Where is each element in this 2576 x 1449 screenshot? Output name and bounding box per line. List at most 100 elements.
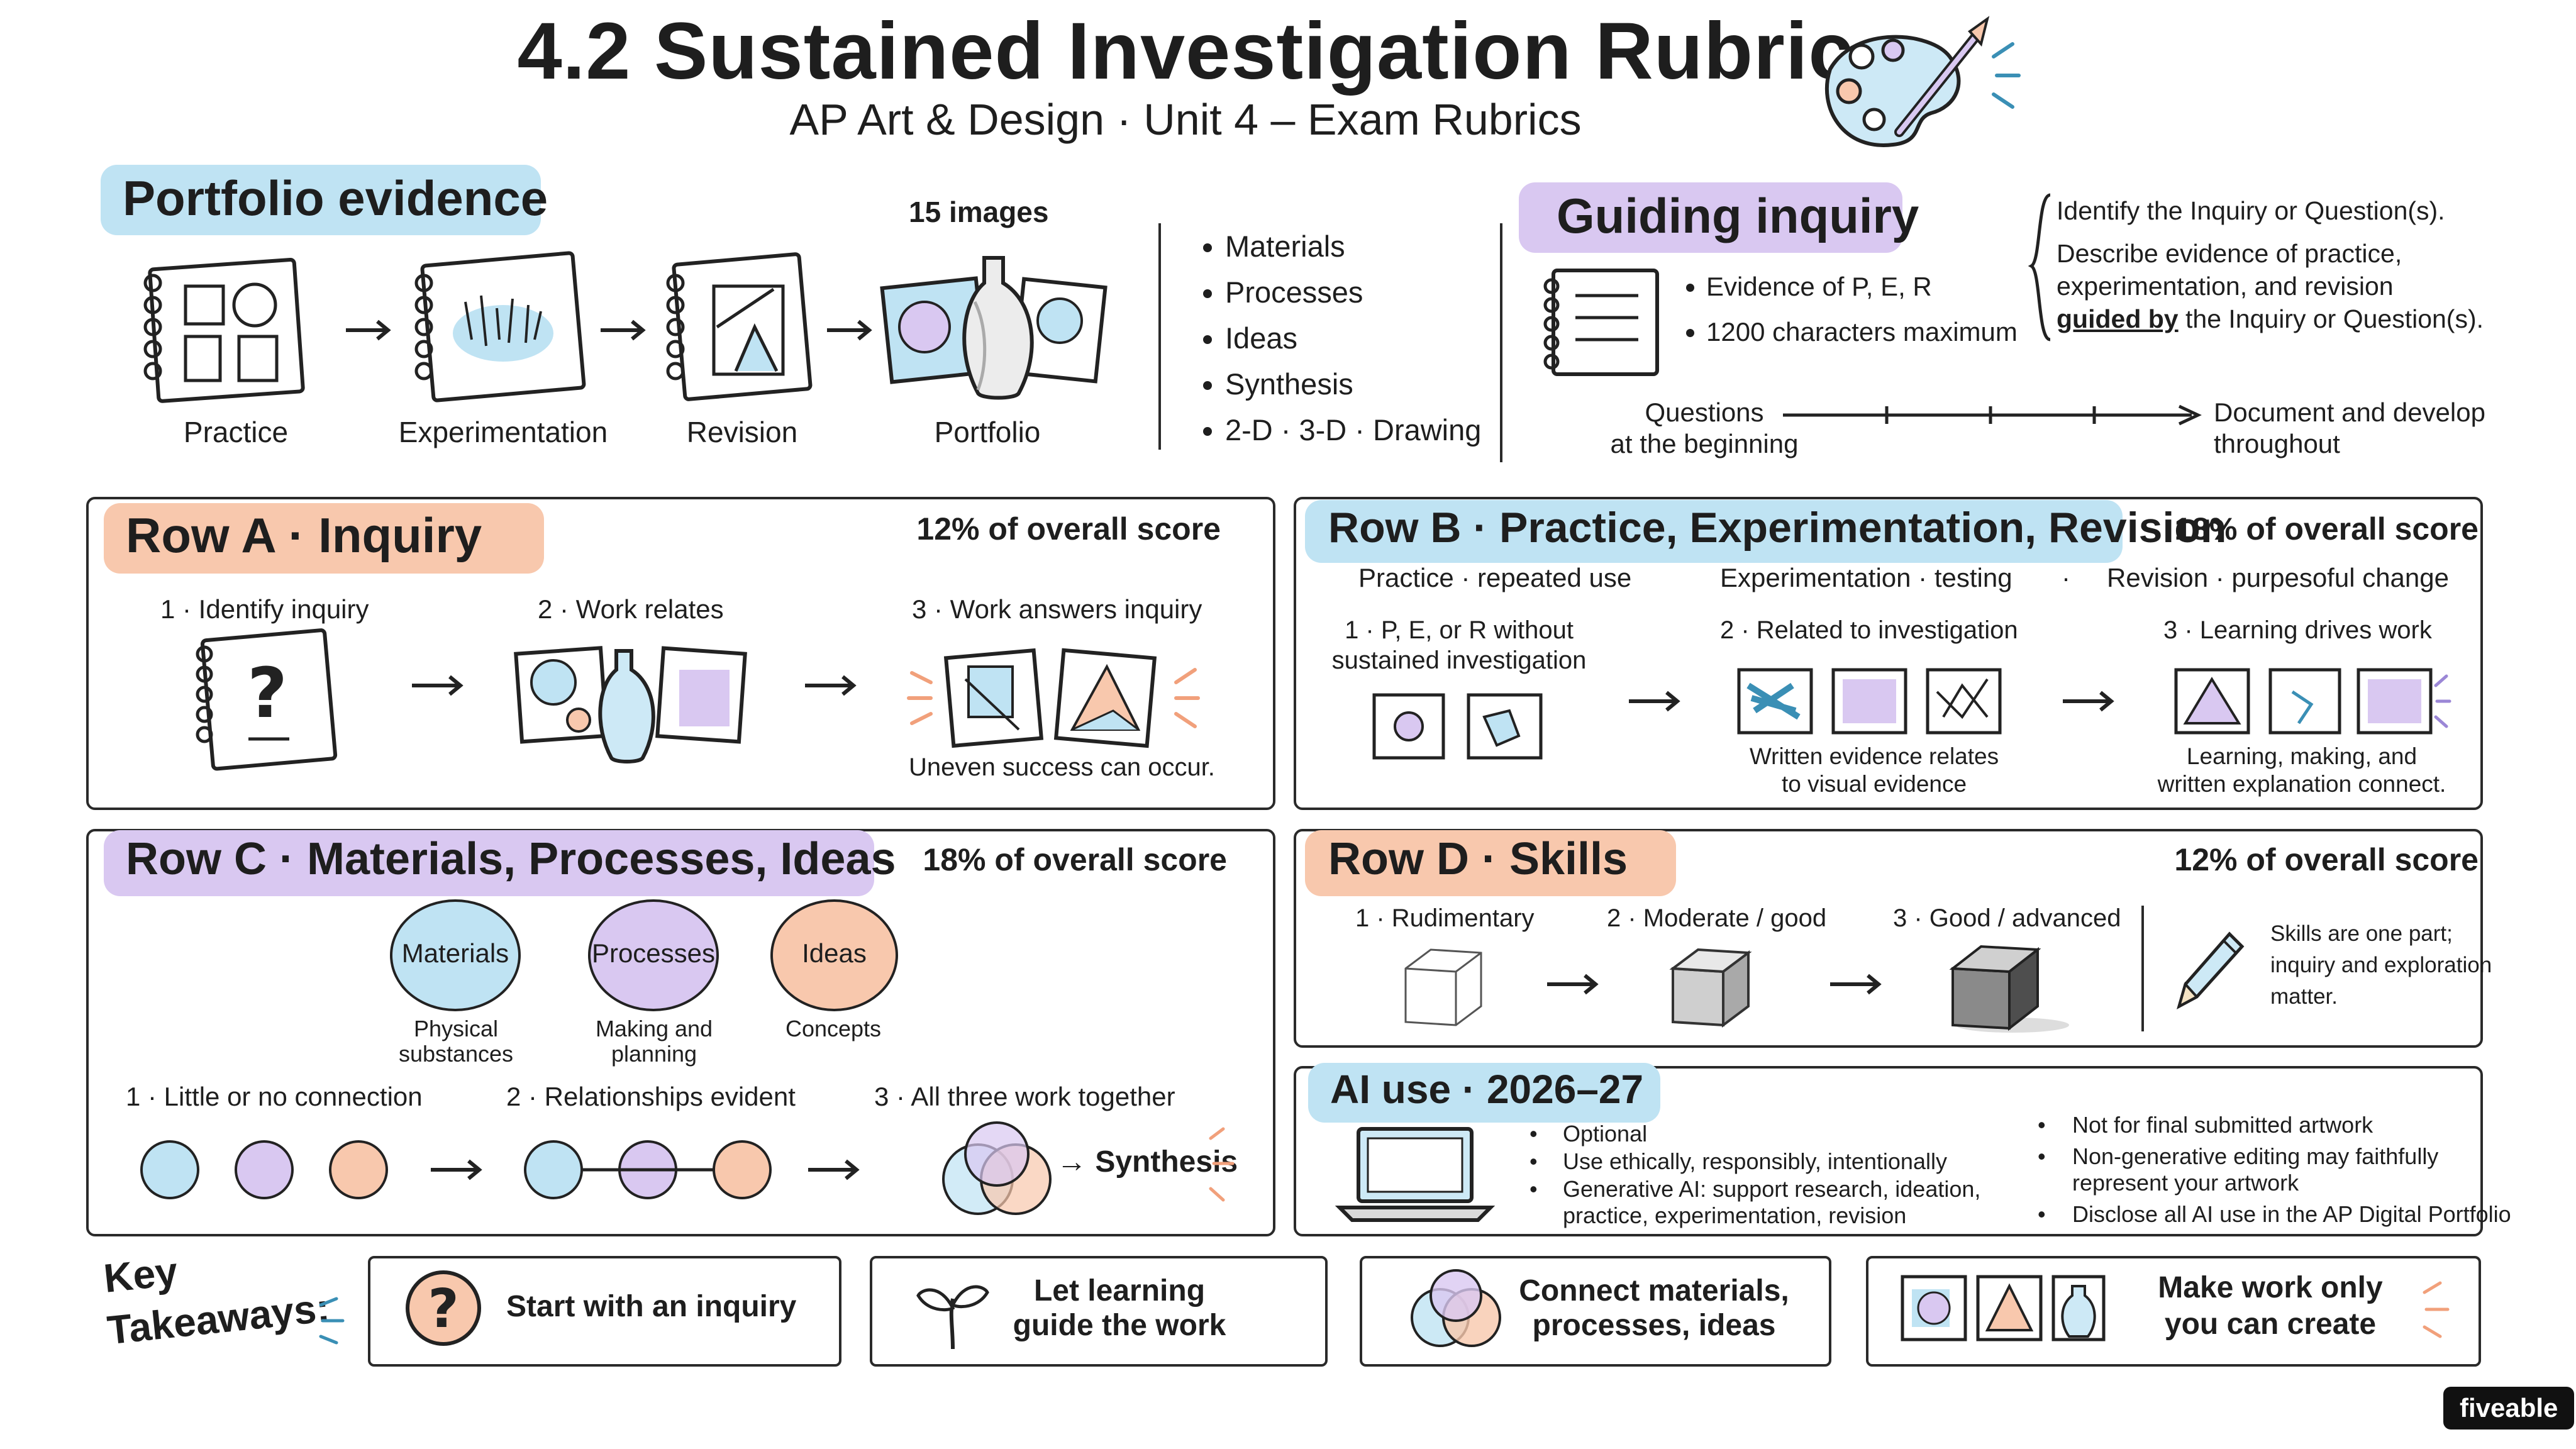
arrow-icon (1629, 691, 1680, 712)
ai-left-item: Use ethically, responsibly, intentionall… (1563, 1148, 1947, 1174)
guiding-note-line: guided by the Inquiry or Question(s). (2057, 304, 2484, 334)
row-b-level: 2 · Related to investigation (1720, 616, 2018, 644)
answered-works-icon (907, 648, 1200, 748)
row-d-level: 2 · Moderate / good (1607, 904, 1827, 932)
takeaway-text: you can create (2164, 1307, 2377, 1341)
guiding-note-line: Identify the Inquiry or Question(s). (2057, 196, 2445, 225)
guiding-bullet-list: Evidence of P, E, R 1200 characters maxi… (1676, 264, 2018, 355)
bullet-item: 1200 characters maximum (1706, 309, 2018, 355)
related-works-icon (514, 646, 747, 763)
portfolio-artwork-icon (880, 256, 1108, 400)
sketchbook-experimentation-icon (414, 251, 586, 402)
row-a-heading-highlight (104, 503, 544, 574)
sprout-icon (916, 1285, 989, 1350)
row-d-level: 1 · Rudimentary (1355, 904, 1535, 932)
materials-circle (390, 899, 521, 1011)
original-works-icon (1901, 1275, 2106, 1341)
row-a-level: 2 · Work relates (538, 594, 724, 624)
row-c-level: 2 · Relationships evident (506, 1082, 796, 1111)
arrow-icon (808, 1159, 860, 1180)
cube-moderate-icon (1669, 948, 1752, 1028)
ai-right-bullet: • (2038, 1201, 2046, 1227)
question-notebook-icon: ? (196, 628, 338, 771)
row-a-level: 3 · Work answers inquiry (912, 594, 1202, 624)
ai-left-bullet: • (1530, 1148, 1538, 1174)
ai-right-item: Disclose all AI use in the AP Digital Po… (2072, 1201, 2511, 1227)
circle-desc: Making and (595, 1016, 713, 1041)
circle-desc: Physical (413, 1016, 499, 1041)
page-title: 4.2 Sustained Investigation Rubric (517, 6, 1854, 96)
portfolio-bullet-list: Materials Processes Ideas Synthesis 2-D … (1195, 223, 1481, 453)
takeaway-text: Make work only (2158, 1271, 2383, 1304)
row-b-heading: Row B · Practice, Experimentation, Revis… (1328, 504, 2227, 552)
takeaway-text: processes, ideas (1532, 1309, 1776, 1342)
circle-label: Materials (401, 938, 509, 968)
ai-right-item: Non-generative editing may faithfully (2072, 1143, 2439, 1169)
laptop-icon (1335, 1127, 1496, 1222)
arrow-icon (412, 675, 464, 696)
takeaway-card (1866, 1256, 2481, 1367)
takeaway-text: Connect materials, (1519, 1274, 1789, 1307)
stage-label: Experimentation (398, 416, 608, 448)
question-icon: ? (406, 1270, 481, 1346)
row-b-note: Written evidence relates (1749, 743, 1999, 769)
cube-rudimentary-icon (1404, 948, 1482, 1026)
ai-heading-highlight (1308, 1063, 1660, 1123)
ai-left-item: Generative AI: support research, ideatio… (1563, 1176, 1981, 1202)
ai-left-bullet: • (1530, 1176, 1538, 1202)
portfolio-count: 15 images (909, 196, 1049, 228)
row-a-level: 1 · Identify inquiry (160, 594, 369, 624)
row-b-heading-highlight (1305, 500, 2123, 563)
timeline-start: Questions (1645, 397, 1764, 427)
circle-label: Ideas (802, 938, 867, 968)
arrow-icon (1547, 974, 1599, 995)
bullet-item: Materials (1225, 223, 1481, 269)
arrow-icon (805, 675, 857, 696)
row-a-heading: Row A · Inquiry (126, 508, 482, 563)
row-d-note: Skills are one part; (2270, 921, 2453, 946)
notebook-icon (1543, 269, 1659, 376)
brand-badge[interactable]: fiveable (2443, 1387, 2575, 1430)
row-c-heading-highlight (104, 830, 874, 896)
ai-heading: AI use · 2026–27 (1330, 1067, 1644, 1112)
row-b-level: 1 · P, E, or R without (1345, 616, 1574, 644)
row-c-heading: Row C · Materials, Processes, Ideas (126, 834, 896, 884)
bullet-item: Ideas (1225, 315, 1481, 361)
bullet-item: Processes (1225, 269, 1481, 315)
guiding-heading-highlight (1519, 182, 1902, 253)
portfolio-heading: Portfolio evidence (123, 170, 548, 226)
stage-label: Practice (183, 416, 289, 448)
guiding-note-line: Describe evidence of practice, (2057, 239, 2402, 268)
sparkle-icon (1209, 1127, 1235, 1202)
arrow-icon (431, 1159, 482, 1180)
timeline-end: Document and develop (2214, 397, 2485, 427)
guiding-heading: Guiding inquiry (1557, 188, 1919, 243)
timeline-arrow (1783, 404, 2202, 426)
row-d-heading-highlight (1305, 830, 1676, 896)
divider (1158, 223, 1161, 450)
portfolio-heading-highlight (101, 165, 541, 235)
divider (2141, 906, 2144, 1031)
row-d-note: matter. (2270, 984, 2338, 1009)
row-b-note: written explanation connect. (2157, 771, 2446, 797)
synthesis-label: → Synthesis (1057, 1145, 1238, 1179)
guiding-note-rest: the Inquiry or Question(s). (2185, 304, 2484, 333)
ai-left-item: practice, experimentation, revision (1563, 1202, 1907, 1228)
row-d-panel (1294, 829, 2483, 1048)
processes-circle (588, 899, 719, 1011)
row-b-def-revision: Revision · purpesoful change (2107, 563, 2449, 592)
row-b-def-experimentation: Experimentation · testing (1720, 563, 2012, 592)
ai-right-bullet: • (2038, 1143, 2046, 1169)
takeaways-label: Key (101, 1248, 180, 1301)
arrow-icon (1830, 974, 1882, 995)
row-c-score: 18% of overall score (923, 842, 1227, 877)
arrow-icon (346, 319, 391, 341)
takeaway-text: Let learning (1033, 1274, 1206, 1307)
circle-label: Processes (591, 938, 716, 968)
sparkle-icon (2423, 1281, 2450, 1338)
sketchbook-practice-icon (143, 257, 305, 403)
takeaway-text: Start with an inquiry (506, 1290, 797, 1323)
sparse-works-icon (1372, 693, 1543, 760)
sparkle-icon (319, 1297, 345, 1345)
stage-label: Revision (686, 416, 798, 448)
